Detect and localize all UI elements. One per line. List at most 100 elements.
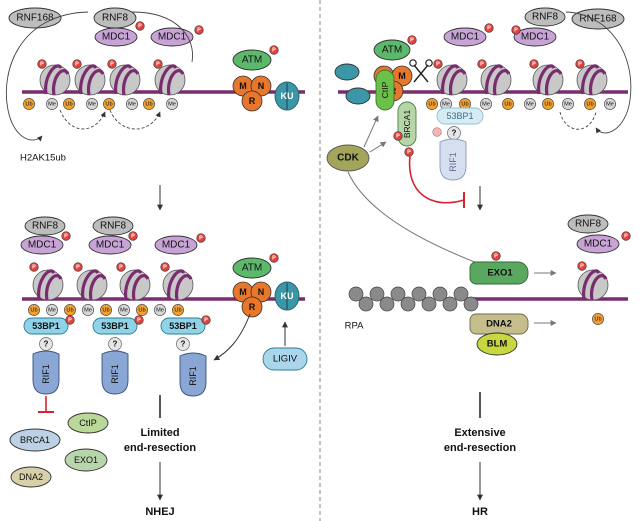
phospho-mark-faded bbox=[432, 127, 442, 137]
ub-mark bbox=[100, 304, 112, 316]
phospho-mark-label: P bbox=[494, 253, 498, 259]
unknown-factor bbox=[176, 337, 190, 351]
phospho-mark-label: P bbox=[580, 263, 584, 269]
rpa-bead bbox=[453, 286, 469, 302]
ub-spread-arrow bbox=[559, 111, 597, 130]
53bp1-label: 53BP1 bbox=[101, 321, 129, 331]
extensive-label: Extensive bbox=[454, 427, 505, 439]
exo1-label: EXO1 bbox=[487, 268, 513, 279]
dna-wrap bbox=[44, 274, 63, 301]
mrn-complex bbox=[232, 75, 272, 112]
phospho-mark bbox=[128, 231, 138, 241]
me-mark bbox=[480, 98, 492, 110]
rpa-bead bbox=[442, 296, 458, 312]
mrn-subunit bbox=[241, 90, 263, 112]
brca1-label: BRCA1 bbox=[402, 110, 412, 139]
rpa-bead bbox=[369, 286, 385, 302]
mdc1-protein bbox=[513, 27, 557, 47]
rnf8-protein-label: RNF8 bbox=[532, 12, 559, 23]
dna2-protein bbox=[469, 313, 529, 335]
dna-wrap bbox=[86, 69, 105, 96]
phospho-mark-label: P bbox=[204, 317, 208, 323]
phospho-mark bbox=[135, 21, 145, 31]
rnf8-protein-label: RNF8 bbox=[100, 221, 127, 232]
ctip-protein bbox=[67, 412, 109, 434]
dna2-protein bbox=[10, 466, 52, 488]
dna-wrap bbox=[537, 64, 556, 95]
phospho-mark bbox=[511, 25, 521, 35]
mdc1-protein bbox=[88, 235, 132, 255]
brca1-protein bbox=[9, 428, 61, 452]
phospho-mark bbox=[484, 23, 494, 33]
rpa-bead bbox=[358, 296, 374, 312]
ub-mark-label: Ub bbox=[30, 307, 37, 313]
rpa-bead bbox=[400, 296, 416, 312]
scissors-handle bbox=[425, 59, 433, 67]
dna-wrap bbox=[582, 269, 601, 300]
unknown-factor-label: ? bbox=[113, 340, 118, 349]
rpa-bead bbox=[421, 296, 437, 312]
me-mark-label: Me bbox=[156, 307, 164, 313]
phospho-mark-label: P bbox=[156, 61, 160, 67]
ub-mark-label: Ub bbox=[174, 307, 181, 313]
dna-wrap bbox=[167, 269, 186, 300]
cdk-protein bbox=[326, 144, 370, 172]
rnf8-loop bbox=[131, 11, 194, 63]
me-mark-label: Me bbox=[442, 101, 450, 107]
rif1-protein bbox=[101, 350, 129, 395]
mrn-subunit-label: N bbox=[258, 81, 265, 91]
rif1-label: RIF1 bbox=[41, 364, 51, 384]
nucleosome bbox=[74, 64, 106, 96]
rnf8-protein bbox=[24, 216, 66, 236]
mdc1-protein-label: MDC1 bbox=[521, 32, 550, 43]
mdc1-protein-label: MDC1 bbox=[102, 32, 131, 43]
me-mark-label: Me bbox=[128, 101, 136, 107]
mdc1-protein-label: MDC1 bbox=[96, 240, 125, 251]
mdc1-protein bbox=[576, 234, 620, 254]
rnf168-protein-label: RNF168 bbox=[16, 13, 54, 24]
ub-mark bbox=[584, 98, 596, 110]
mdc1-protein bbox=[94, 27, 138, 47]
rpa-bead bbox=[379, 296, 395, 312]
mrn-subunit-label: M bbox=[398, 71, 406, 81]
phospho-mark bbox=[73, 262, 83, 272]
mrn-complex bbox=[232, 281, 272, 318]
me-mark-label: Me bbox=[526, 101, 534, 107]
unknown-factor-label: ? bbox=[181, 340, 186, 349]
mrn-subunit-label: R bbox=[249, 96, 256, 106]
atm-protein-label: ATM bbox=[242, 263, 262, 274]
nucleosome bbox=[76, 269, 108, 301]
dna-wrap bbox=[448, 69, 467, 96]
mrn-subunit-label: M bbox=[239, 81, 247, 91]
hr-label: HR bbox=[472, 506, 488, 518]
mrn-subunit-label: N bbox=[258, 287, 265, 297]
phospho-mark bbox=[196, 233, 206, 243]
mrn-subunit-label: R bbox=[249, 302, 256, 312]
mdc1-protein-label: MDC1 bbox=[451, 32, 480, 43]
phospho-mark-label: P bbox=[75, 61, 79, 67]
blm-label: BLM bbox=[487, 339, 508, 350]
me-mark bbox=[46, 304, 58, 316]
rif1-label: RIF1 bbox=[110, 364, 120, 384]
mdc1-protein-label: MDC1 bbox=[162, 240, 191, 251]
mdc1-protein-label: MDC1 bbox=[584, 239, 613, 250]
mdc1-protein bbox=[443, 27, 487, 47]
phospho-mark bbox=[72, 59, 82, 69]
mdc1-protein-label: MDC1 bbox=[28, 240, 57, 251]
53bp1-label: 53BP1 bbox=[169, 321, 197, 331]
brca1-inhibits-rif1 bbox=[408, 155, 465, 204]
nucleosome bbox=[119, 269, 151, 301]
rnf8-protein bbox=[524, 7, 566, 27]
dna-wrap bbox=[492, 69, 511, 96]
rnf8-protein bbox=[567, 214, 609, 234]
phospho-mark-label: P bbox=[76, 264, 80, 270]
phospho-mark-label: P bbox=[436, 61, 440, 67]
nucleosome bbox=[39, 64, 71, 96]
phospho-mark bbox=[107, 59, 117, 69]
exo1-protein bbox=[469, 261, 529, 285]
ctip-protein-label: CtIP bbox=[79, 418, 97, 428]
unknown-factor-label: ? bbox=[44, 340, 49, 349]
phospho-mark-label: P bbox=[163, 264, 167, 270]
me-mark-label: Me bbox=[48, 307, 56, 313]
rnf8-protein-label: RNF8 bbox=[102, 13, 129, 24]
